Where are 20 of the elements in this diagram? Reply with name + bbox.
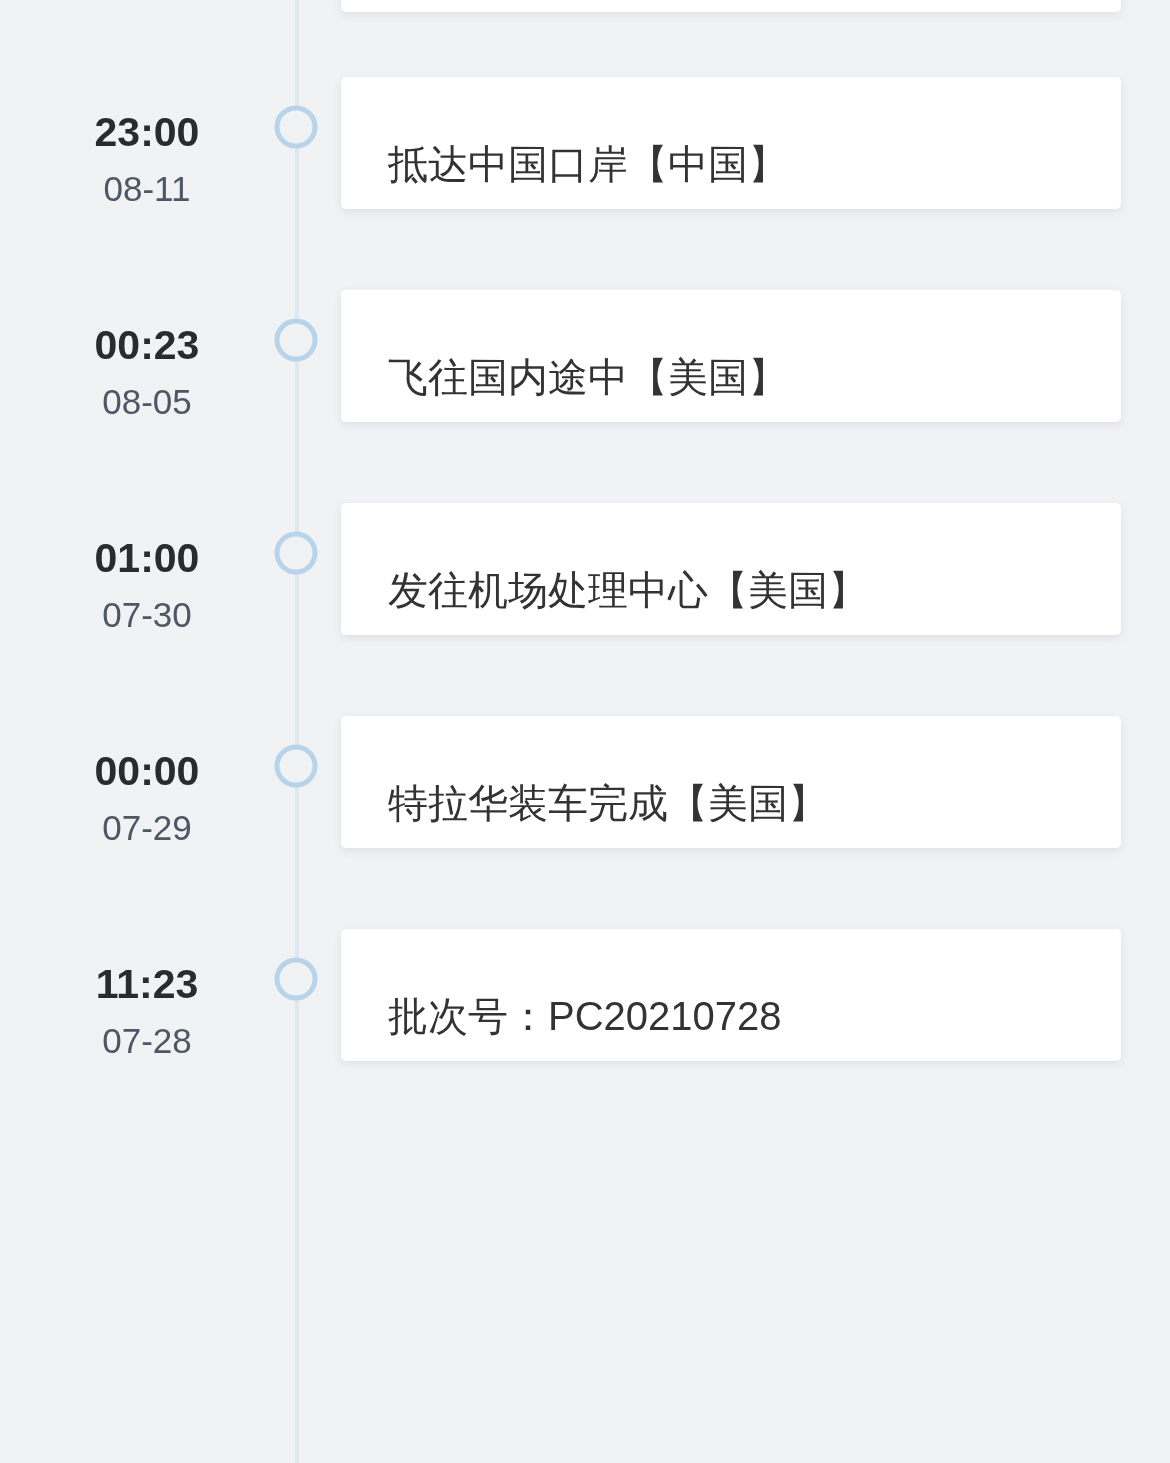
time-label: 00:23 — [93, 321, 201, 369]
event-text: 特拉华装车完成【美国】 — [388, 780, 828, 827]
event-card — [341, 716, 1121, 848]
event-text: 飞往国内途中【美国】 — [388, 354, 788, 401]
event-card — [341, 290, 1121, 422]
time-label: 23:00 — [93, 108, 201, 156]
event-text: 批次号：PC20210728 — [388, 993, 782, 1040]
date-label: 07-30 — [101, 594, 193, 636]
time-label: 00:00 — [93, 747, 201, 795]
date-label: 07-28 — [101, 1020, 193, 1062]
event-text: 发往机场处理中心【美国】 — [388, 567, 868, 614]
event-text: 抵达中国口岸【中国】 — [388, 141, 788, 188]
event-card — [341, 929, 1121, 1061]
time-label: 11:23 — [94, 960, 200, 1008]
event-card — [341, 77, 1121, 209]
date-label: 08-11 — [102, 168, 192, 210]
event-card — [341, 503, 1121, 635]
time-label: 01:00 — [93, 534, 201, 582]
date-label: 07-29 — [101, 807, 193, 849]
date-label: 08-05 — [101, 381, 193, 423]
